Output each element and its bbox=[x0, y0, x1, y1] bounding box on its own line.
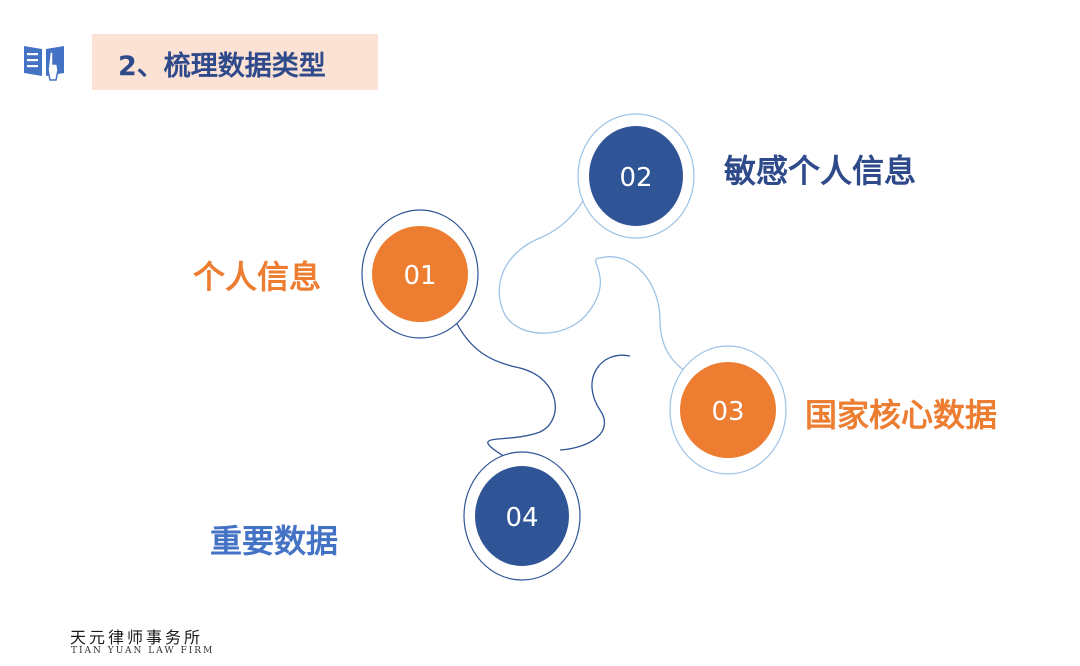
node-03-circle bbox=[680, 362, 776, 458]
firm-logo-chinese: 天元律师事务所 bbox=[70, 628, 204, 647]
node-04-label: 重要数据 bbox=[210, 522, 339, 560]
node-02-circle bbox=[589, 126, 683, 226]
connector-light bbox=[498, 159, 701, 381]
node-01: 01 bbox=[361, 209, 479, 339]
node-02: 02 bbox=[577, 113, 695, 239]
node-02-number: 02 bbox=[619, 163, 652, 193]
node-03-number: 03 bbox=[711, 397, 744, 427]
node-03-label: 国家核心数据 bbox=[805, 396, 998, 434]
title-banner bbox=[92, 34, 378, 90]
node-01-number: 01 bbox=[403, 261, 436, 291]
node-02-label: 敏感个人信息 bbox=[724, 152, 917, 190]
node-04-number: 04 bbox=[505, 503, 538, 533]
node-01-label: 个人信息 bbox=[193, 258, 322, 296]
firm-logo-english: TIAN YUAN LAW FIRM bbox=[71, 646, 215, 656]
node-04-circle bbox=[475, 466, 569, 566]
connector-main bbox=[454, 319, 631, 461]
node-03: 03 bbox=[669, 345, 787, 475]
node-01-circle bbox=[372, 226, 468, 322]
book-hand-icon bbox=[24, 46, 64, 81]
node-04: 04 bbox=[463, 451, 581, 581]
page-title: 2、梳理数据类型 bbox=[118, 51, 326, 82]
